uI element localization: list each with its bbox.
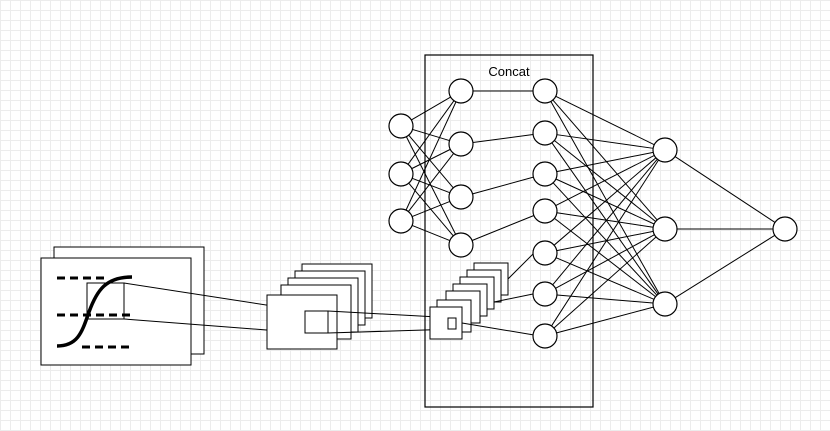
hidden1-node	[448, 184, 474, 210]
edges-input-hidden1	[405, 96, 457, 242]
concat-node	[532, 281, 558, 307]
network-edge	[674, 234, 776, 299]
network-edge	[553, 236, 657, 329]
concat-box	[424, 54, 594, 408]
network-edge	[472, 176, 534, 195]
network-edge	[407, 153, 455, 212]
concat-node	[532, 120, 558, 146]
network-edge	[674, 156, 776, 223]
network-edge	[411, 148, 451, 170]
edges-hidden1-concat	[471, 90, 535, 241]
hidden-layer-1	[448, 78, 474, 258]
output-node	[772, 216, 798, 242]
network-edge	[556, 294, 654, 304]
input-node	[388, 113, 414, 139]
network-edge	[555, 154, 655, 207]
network-edge	[551, 142, 659, 295]
network-edge	[556, 151, 654, 173]
concat-node	[532, 78, 558, 104]
input-node	[388, 208, 414, 234]
concat-layer	[532, 78, 558, 349]
network-edge	[471, 215, 535, 241]
edges-hidden2-output	[674, 156, 776, 299]
concat-node	[532, 240, 558, 266]
hidden2-node	[652, 291, 678, 317]
network-edge	[556, 230, 654, 252]
hidden1-node	[448, 232, 474, 258]
network-edge	[552, 182, 658, 296]
network-edge	[552, 99, 658, 221]
network-edge	[407, 100, 455, 165]
network-edge	[554, 217, 656, 298]
network-edge	[408, 134, 454, 189]
sigmoid-icon	[56, 275, 133, 349]
hidden2-node	[652, 137, 678, 163]
network-edge	[555, 234, 655, 289]
network-edge	[411, 96, 451, 121]
network-edge	[556, 306, 654, 334]
network-edge	[411, 200, 451, 218]
concat-label: Concat	[488, 64, 530, 79]
hidden-layer-2	[652, 137, 678, 317]
network-edge	[472, 134, 534, 143]
concat-node	[532, 161, 558, 187]
conv-to-concat-edges	[461, 252, 535, 336]
network-edge	[553, 157, 657, 246]
hidden1-node	[448, 131, 474, 157]
hidden2-node	[652, 216, 678, 242]
input-layer	[388, 113, 414, 234]
network-edge	[550, 101, 660, 294]
network-edge	[412, 128, 450, 142]
feature-map-stack-2	[429, 262, 509, 340]
network-edge	[552, 158, 658, 286]
output-layer	[772, 216, 798, 242]
network-edge	[555, 95, 655, 146]
edges-concat-hidden2	[550, 95, 660, 334]
concat-node	[532, 323, 558, 349]
network-edge	[411, 224, 451, 242]
network-edge	[555, 257, 655, 300]
receptive-field-box	[86, 282, 125, 320]
input-image-front	[40, 257, 192, 366]
input-image-stack	[40, 246, 205, 366]
hidden1-node	[448, 78, 474, 104]
network-edge	[556, 212, 654, 228]
feature-map-1-kernel	[304, 310, 329, 334]
feature-map-stack-1	[266, 263, 373, 350]
network-edge	[551, 159, 659, 327]
feature-map-2-kernel	[447, 317, 457, 330]
network-edge	[412, 177, 450, 194]
network-edge	[556, 134, 654, 149]
network-edge	[405, 101, 457, 211]
input-node	[388, 161, 414, 187]
concat-node	[532, 198, 558, 224]
